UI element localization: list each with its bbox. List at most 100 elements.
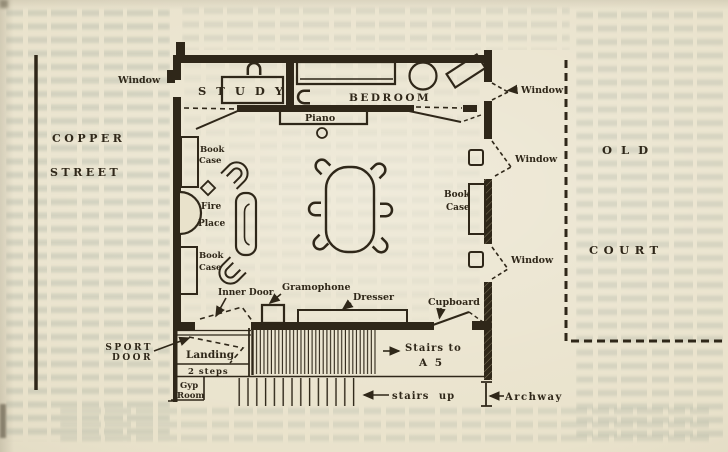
street-name-copper-line2: STREET <box>50 166 121 179</box>
footstool <box>201 181 215 195</box>
piano <box>280 109 367 124</box>
sport-door-threshold <box>177 331 251 336</box>
bookcase-lower-left <box>180 247 197 294</box>
study-door-leaf <box>196 110 240 129</box>
gyp-room-walls <box>168 377 204 401</box>
bed <box>297 62 395 84</box>
dining-chair <box>371 236 392 257</box>
label-dresser: Dresser <box>353 292 395 303</box>
window-seat-box-lower <box>469 252 483 267</box>
wall-corner-stub-top-left <box>176 42 185 58</box>
bookcase-upper-left <box>181 137 198 187</box>
page-edge-shadow <box>0 404 6 438</box>
label-sport-door-1: SPORT <box>105 343 153 353</box>
label-window-top-left: Window <box>117 75 161 86</box>
wall-right-4 <box>484 282 492 380</box>
washstand <box>410 63 437 90</box>
wall-study-bedroom-divider <box>286 62 294 107</box>
label-bookcase-ll-2: Case <box>199 263 222 273</box>
dining-chair <box>378 202 394 218</box>
bookcase-right <box>469 184 485 234</box>
piano-stool <box>317 128 327 138</box>
sport-door-swing-dashed <box>189 337 243 363</box>
bedroom-chair <box>296 89 312 105</box>
street-name-copper-line1: COPPER <box>52 132 125 145</box>
dining-chair <box>309 233 330 254</box>
court-name-line1: OLD <box>602 143 657 157</box>
dining-table <box>326 167 374 252</box>
gramophone-pointer-arrow <box>268 293 281 305</box>
wall-bottom-corner <box>472 321 491 330</box>
study-chair <box>246 61 262 77</box>
wall-top <box>173 55 491 63</box>
window-seat-box-upper <box>469 150 483 165</box>
dining-chair <box>307 201 323 217</box>
room-label-landing: Landing <box>186 349 235 361</box>
upper-stair-treads <box>255 330 377 374</box>
wall-left-main <box>173 97 181 330</box>
dresser-pointer-arrow <box>341 299 354 310</box>
cupboard-door-swing-dashed <box>469 312 483 322</box>
armchair-upper <box>220 156 254 190</box>
showthrough-text-right <box>576 8 724 438</box>
gramophone <box>262 305 284 323</box>
label-bookcase-r-1: Book <box>444 190 471 200</box>
fireplace <box>180 192 201 234</box>
bedroom-door-leaf <box>409 111 461 122</box>
wall-left-window-nub <box>167 70 175 83</box>
label-stairs-to-a5: A 5 <box>418 357 444 369</box>
study-door-opening-dashed <box>184 108 237 109</box>
label-window-right-1: Window <box>520 85 564 96</box>
window-swing-right-3 <box>492 247 508 279</box>
bedroom-door-swing-dashed <box>464 115 481 121</box>
showthrough-text-top <box>182 4 570 50</box>
wall-bottom-left-stub <box>173 322 195 330</box>
wall-right-1 <box>484 50 492 82</box>
wall-bedroom-door-stub <box>463 105 477 112</box>
sofa-inner-line <box>245 204 250 245</box>
lower-stair-treads <box>238 378 357 406</box>
old-court-boundary-dashed <box>566 60 727 341</box>
label-window-right-3: Window <box>510 255 554 266</box>
wall-left-lower-thin <box>173 330 178 402</box>
wall-left-upper <box>173 55 181 80</box>
label-sport-door-2: DOOR <box>112 353 153 363</box>
tilted-chest <box>447 54 486 87</box>
court-name-line2: COURT <box>589 243 664 257</box>
room-label-two-steps: 2 steps <box>188 367 229 377</box>
label-bookcase-ul-2: Case <box>199 156 222 166</box>
sofa <box>236 193 256 255</box>
wall-bottom-main <box>251 322 434 330</box>
inner-door-pointer-arrow <box>215 298 226 318</box>
inner-door-swing-dashed <box>200 307 253 322</box>
room-label-gyp-2: Room <box>177 391 204 401</box>
label-bookcase-ll-1: Book <box>199 251 225 261</box>
label-cupboard: Cupboard <box>428 297 480 308</box>
bedroom-door-opening-dashed <box>416 107 462 108</box>
label-fireplace-2: Place <box>198 219 225 229</box>
dresser <box>298 310 407 323</box>
wall-right-3 <box>484 179 492 244</box>
window-swing-right-1 <box>492 83 508 100</box>
showthrough-text-left <box>6 6 170 442</box>
label-archway: Archway <box>504 392 563 403</box>
label-window-right-2: Window <box>514 154 558 165</box>
archway-post <box>481 382 492 406</box>
dining-chair <box>311 155 332 176</box>
label-gramophone: Gramophone <box>282 282 351 293</box>
label-inner-door: Inner Door <box>218 288 274 298</box>
label-fireplace-1: Fire <box>201 202 222 212</box>
study-desk <box>222 77 283 103</box>
room-label-gyp-1: Gyp <box>180 381 198 391</box>
window-swing-right-2 <box>492 141 511 176</box>
label-bookcase-ul-1: Book <box>200 145 226 155</box>
room-label-bedroom: BEDROOM <box>349 92 431 104</box>
cupboard-pointer-arrow <box>436 307 446 320</box>
room-label-study: STUDY <box>198 84 293 98</box>
label-bookcase-r-2: Case <box>446 203 470 213</box>
sport-door-pointer-arrow <box>154 336 191 351</box>
cupboard-door-leaf <box>433 312 469 325</box>
page-corner-shadow <box>0 0 8 8</box>
